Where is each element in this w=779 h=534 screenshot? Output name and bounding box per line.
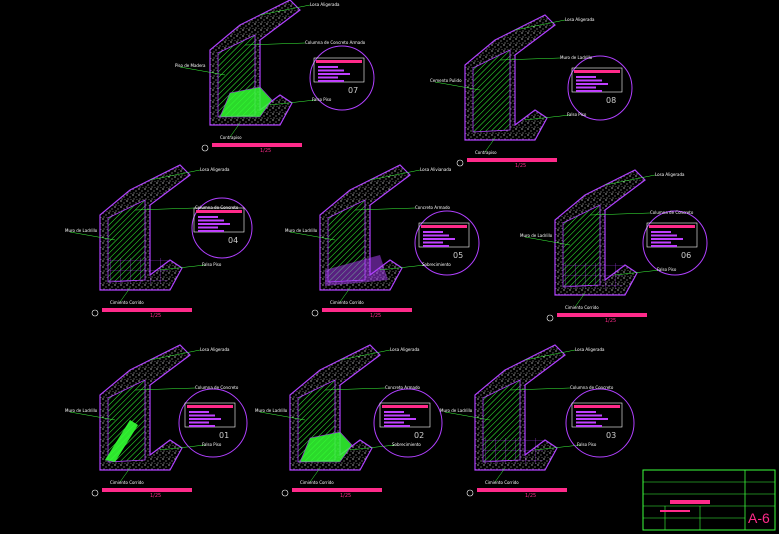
label-02-2: Muro de Ladrillo	[255, 408, 288, 413]
sheet-code: A-6	[748, 510, 770, 526]
label-06-3: Falso Piso	[657, 267, 677, 272]
label-05-1: Concreto Armado	[415, 205, 450, 210]
label-03-1: Columna de Concreto	[570, 385, 614, 390]
callout-08	[567, 55, 633, 121]
label-08-1: Muro de Ladrillo	[560, 55, 593, 60]
label-03-3: Falso Piso	[577, 442, 597, 447]
detail-title-bar-07	[212, 143, 302, 147]
detail-06	[524, 169, 661, 308]
label-01-0: Losa Aligerada	[200, 347, 230, 352]
label-07-2: Piso de Madera	[175, 63, 206, 68]
detail-number-05: 05	[453, 251, 464, 260]
label-02-1: Concreto Armado	[385, 385, 420, 390]
label-04-2: Muro de Ladrillo	[65, 228, 98, 233]
label-05-4: Cimiento Corrido	[330, 300, 364, 305]
label-05-2: Muro de Ladrillo	[285, 228, 318, 233]
label-04-4: Cimiento Corrido	[110, 300, 144, 305]
callout-01	[178, 388, 248, 458]
callout-03	[565, 388, 635, 458]
detail-scale-01: 1/25	[150, 493, 162, 499]
callout-02	[373, 388, 443, 458]
detail-title-bar-06	[557, 313, 647, 317]
detail-number-03: 03	[606, 431, 617, 440]
detail-scale-07: 1/25	[260, 148, 272, 154]
label-07-4: Contrapiso	[220, 135, 242, 140]
detail-scale-04: 1/25	[150, 313, 162, 319]
detail-number-02: 02	[414, 431, 425, 440]
label-08-4: Contrapiso	[475, 150, 497, 155]
label-04-1: Columna de Concreto	[195, 205, 239, 210]
detail-04	[69, 164, 206, 303]
detail-08	[434, 14, 571, 153]
detail-number-08: 08	[606, 96, 617, 105]
label-07-1: Columna de Concreto Armado	[305, 40, 366, 45]
label-02-4: Cimiento Corrido	[300, 480, 334, 485]
detail-scale-08: 1/25	[515, 163, 527, 169]
callout-06	[642, 210, 708, 276]
label-01-4: Cimiento Corrido	[110, 480, 144, 485]
label-08-2: Cemento Pulido	[430, 78, 462, 83]
label-04-0: Losa Aligerada	[200, 167, 230, 172]
detail-scale-06: 1/25	[605, 318, 617, 324]
detail-number-06: 06	[681, 251, 692, 260]
label-01-3: Falso Piso	[202, 442, 222, 447]
label-08-0: Losa Aligerada	[565, 17, 595, 22]
label-05-0: Losa Alivianada	[420, 167, 452, 172]
label-03-2: Muro de Ladrillo	[440, 408, 473, 413]
detail-number-07: 07	[348, 86, 359, 95]
detail-02	[259, 344, 396, 483]
label-02-0: Losa Aligerada	[390, 347, 420, 352]
label-03-4: Cimiento Corrido	[485, 480, 519, 485]
detail-scale-03: 1/25	[525, 493, 537, 499]
title-block	[642, 469, 776, 531]
callout-05	[414, 210, 480, 276]
label-07-3: Falso Piso	[312, 97, 332, 102]
label-06-4: Cimiento Corrido	[565, 305, 599, 310]
detail-title-bar-03	[477, 488, 567, 492]
label-08-3: Falso Piso	[567, 112, 587, 117]
label-06-2: Muro de Ladrillo	[520, 233, 553, 238]
detail-01	[69, 344, 206, 483]
detail-title-bar-01	[102, 488, 192, 492]
label-02-3: Sobrecimiento	[392, 442, 421, 447]
detail-scale-02: 1/25	[340, 493, 352, 499]
detail-03	[444, 344, 581, 483]
callout-04	[191, 197, 253, 259]
detail-number-04: 04	[228, 236, 239, 245]
detail-05	[289, 164, 426, 303]
label-06-1: Columna de Concreto	[650, 210, 694, 215]
label-06-0: Losa Aligerada	[655, 172, 685, 177]
label-04-3: Falso Piso	[202, 262, 222, 267]
detail-scale-05: 1/25	[370, 313, 382, 319]
detail-number-01: 01	[219, 431, 230, 440]
callout-07	[309, 45, 375, 111]
label-07-0: Losa Aligerada	[310, 2, 340, 7]
detail-title-bar-08	[467, 158, 557, 162]
label-05-3: Sobrecimiento	[422, 262, 451, 267]
detail-title-bar-05	[322, 308, 412, 312]
label-01-1: Columna de Concreto	[195, 385, 239, 390]
detail-title-bar-02	[292, 488, 382, 492]
label-01-2: Muro de Ladrillo	[65, 408, 98, 413]
detail-07	[179, 0, 316, 138]
detail-title-bar-04	[102, 308, 192, 312]
label-03-0: Losa Aligerada	[575, 347, 605, 352]
